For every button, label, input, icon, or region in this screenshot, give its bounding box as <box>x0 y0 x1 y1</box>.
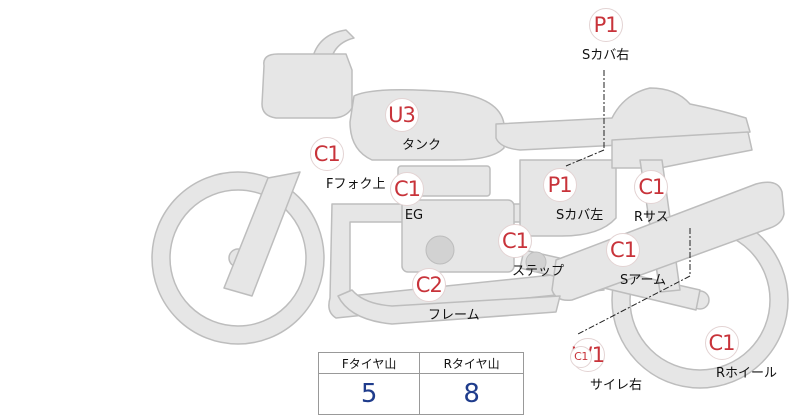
marker-code: C1 <box>606 233 641 267</box>
marker-c1-step: C1 ステップ <box>466 224 564 279</box>
marker-code: C1 <box>704 326 739 360</box>
marker-label: Rサス <box>634 210 669 225</box>
marker-c1-fork: C1 Fフォク上 <box>268 137 385 192</box>
rear-tire-header: Rタイヤ山 <box>419 352 524 374</box>
marker-label: EG <box>404 208 424 223</box>
marker-code: C1 <box>390 172 424 206</box>
marker-sub-code: C1 <box>570 346 592 368</box>
marker-c2-frame: C2 フレーム <box>378 268 480 323</box>
marker-code: P1 <box>588 8 623 42</box>
front-cowl <box>261 53 353 119</box>
tire-tread-table: Fタイヤ山 Rタイヤ山 5 8 <box>317 352 524 415</box>
marker-w1: W1 C1 サイレ右 <box>534 338 642 393</box>
marker-code: C1 <box>498 224 532 258</box>
table-value-row: 5 8 <box>317 373 524 415</box>
exhaust-pipe <box>337 289 561 325</box>
marker-c1-wheel: C1 Rホイール <box>666 326 777 381</box>
rear-fender <box>611 131 753 169</box>
marker-label: Sアーム <box>620 273 667 288</box>
marker-label: Sカバ左 <box>556 208 604 223</box>
frame-loop <box>328 203 605 319</box>
marker-c1-arm: C1 Sアーム <box>580 233 666 288</box>
marker-code: C2 <box>411 268 446 302</box>
marker-u3: U3 タンク <box>362 98 441 153</box>
seat <box>495 87 751 151</box>
table-header-row: Fタイヤ山 Rタイヤ山 <box>317 352 524 374</box>
front-tire-value: 5 <box>317 373 421 415</box>
front-fork <box>223 171 301 297</box>
marker-label: サイレ右 <box>590 378 643 393</box>
marker-label: ステップ <box>512 264 565 279</box>
marker-code: C1 <box>309 137 344 171</box>
marker-label: フレーム <box>428 308 480 323</box>
marker-label: タンク <box>402 138 442 153</box>
marker-label: Fフォク上 <box>326 177 386 192</box>
front-tire-header: Fタイヤ山 <box>317 352 421 374</box>
marker-p1-left: P1 Sカバ左 <box>516 168 603 223</box>
marker-p1-top: P1 Sカバ右 <box>582 8 629 63</box>
marker-code: U3 <box>384 98 419 132</box>
marker-label: Sカバ右 <box>582 48 630 63</box>
marker-c1-rsus: C1 Rサス <box>634 170 669 225</box>
marker-c1-eg: C1 EG <box>390 172 424 223</box>
marker-code: C1 <box>634 170 669 204</box>
marker-label: Rホイール <box>716 366 778 381</box>
marker-code: P1 <box>542 168 577 202</box>
rear-tire-value: 8 <box>419 373 524 415</box>
